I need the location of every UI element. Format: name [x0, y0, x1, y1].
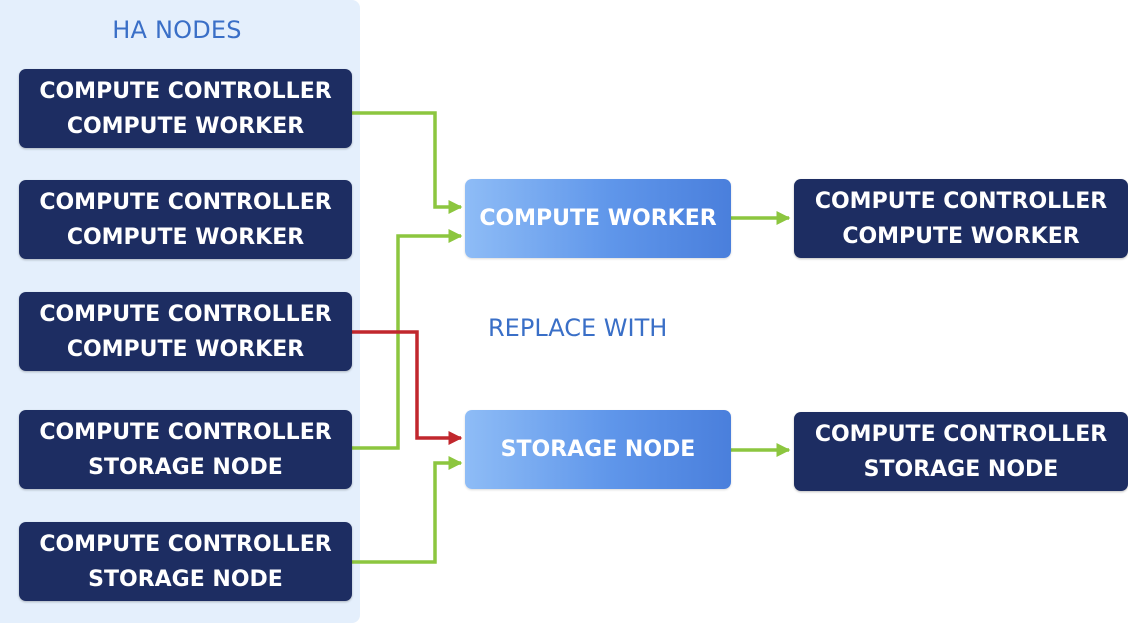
right-node-top[interactable]: COMPUTE CONTROLLER COMPUTE WORKER — [794, 179, 1128, 258]
connector-ha4-to-compute-worker — [352, 229, 463, 450]
ha-node-3[interactable]: COMPUTE CONTROLLER COMPUTE WORKER — [19, 292, 352, 371]
right-node-bottom-role-2: STORAGE NODE — [863, 456, 1059, 482]
ha-node-5-role-1: COMPUTE CONTROLLER — [39, 531, 332, 557]
ha-node-1-role-1: COMPUTE CONTROLLER — [39, 78, 332, 104]
storage-node[interactable]: STORAGE NODE — [465, 410, 731, 489]
ha-node-5-role-2: STORAGE NODE — [88, 566, 283, 592]
ha-node-3-role-2: COMPUTE WORKER — [66, 336, 305, 362]
ha-node-2-role-2: COMPUTE WORKER — [66, 224, 305, 250]
ha-node-2[interactable]: COMPUTE CONTROLLER COMPUTE WORKER — [19, 180, 352, 259]
right-node-bottom[interactable]: COMPUTE CONTROLLER STORAGE NODE — [794, 412, 1128, 491]
right-node-top-role-1: COMPUTE CONTROLLER — [814, 188, 1108, 214]
compute-worker-node-label: COMPUTE WORKER — [479, 206, 717, 231]
storage-node-label: STORAGE NODE — [500, 437, 696, 462]
replace-with-label: REPLACE WITH — [488, 314, 668, 342]
connector-ha1-to-compute-worker — [352, 111, 463, 214]
ha-node-1[interactable]: COMPUTE CONTROLLER COMPUTE WORKER — [19, 69, 352, 148]
connector-ha3-to-storage-node — [352, 330, 463, 445]
right-node-bottom-role-1: COMPUTE CONTROLLER — [814, 421, 1108, 447]
ha-node-4[interactable]: COMPUTE CONTROLLER STORAGE NODE — [19, 410, 352, 489]
ha-node-2-role-1: COMPUTE CONTROLLER — [39, 189, 332, 215]
ha-node-3-role-1: COMPUTE CONTROLLER — [39, 301, 332, 327]
ha-node-5[interactable]: COMPUTE CONTROLLER STORAGE NODE — [19, 522, 352, 601]
right-node-top-role-2: COMPUTE WORKER — [842, 223, 1080, 249]
connector-ha5-to-storage-node — [352, 456, 463, 564]
ha-node-1-role-2: COMPUTE WORKER — [66, 113, 305, 139]
ha-nodes-title: HA NODES — [112, 16, 242, 44]
ha-node-4-role-2: STORAGE NODE — [88, 454, 283, 480]
ha-node-4-role-1: COMPUTE CONTROLLER — [39, 419, 332, 445]
compute-worker-node[interactable]: COMPUTE WORKER — [465, 179, 731, 258]
